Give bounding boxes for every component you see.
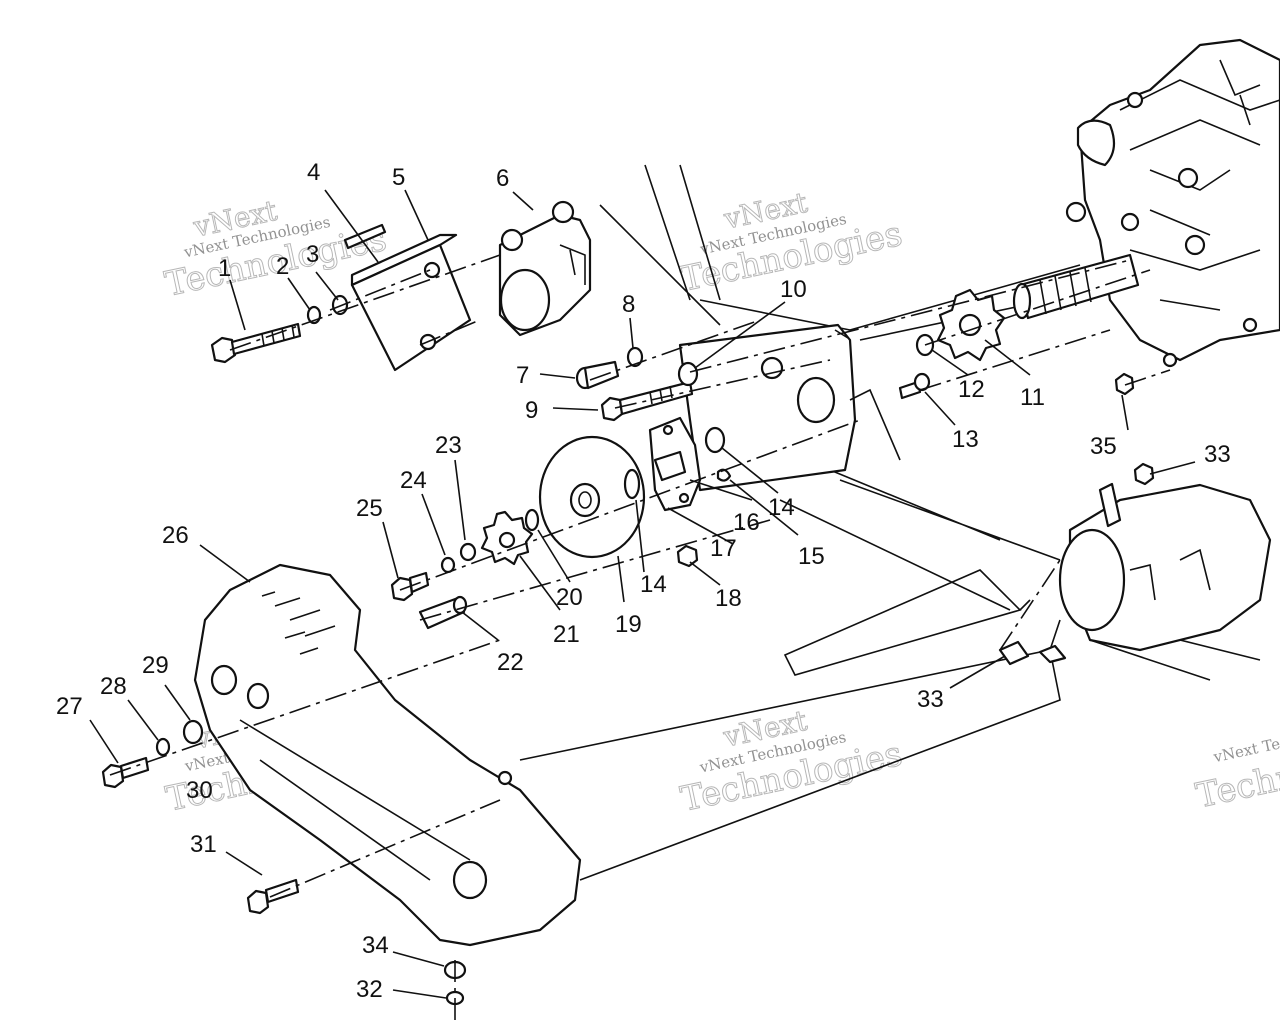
callout-16: 16 <box>733 509 760 536</box>
washer-29 <box>182 719 204 745</box>
callout-27: 27 <box>56 693 83 720</box>
callout-26: 26 <box>162 522 189 549</box>
driven-sprocket-21 <box>480 510 534 566</box>
muffler-assembly <box>1019 482 1272 652</box>
bolt-31 <box>246 878 300 915</box>
callout-14b: 14 <box>640 571 667 598</box>
callout-9: 9 <box>525 397 538 424</box>
callout-12: 12 <box>958 376 985 403</box>
callout-30: 30 <box>186 777 213 804</box>
bolt-7 <box>575 360 620 390</box>
nut-33 <box>1133 462 1155 486</box>
bearing-14b <box>704 426 726 454</box>
clip-4 <box>343 223 387 250</box>
callout-22: 22 <box>497 649 524 676</box>
callout-3: 3 <box>306 241 319 268</box>
callout-14a: 14 <box>768 494 795 521</box>
callout-labels: 1 2 3 4 5 6 7 8 9 10 11 12 13 14 14 15 1… <box>56 159 1231 1003</box>
bolt-9 <box>600 380 694 422</box>
spacer-22 <box>418 595 468 630</box>
callout-29: 29 <box>142 652 169 679</box>
clip-15 <box>716 468 732 482</box>
callout-2: 2 <box>276 253 289 280</box>
bolt-27 <box>101 756 150 789</box>
callout-24: 24 <box>400 467 427 494</box>
spacer-10 <box>677 361 699 387</box>
bolt-1 <box>210 322 302 364</box>
callout-32: 32 <box>356 976 383 1003</box>
splined-shaft <box>1012 253 1140 320</box>
nut-35 <box>1114 372 1135 396</box>
nut-18 <box>676 544 699 568</box>
caliper-bracket-16 <box>648 416 702 512</box>
leader-lines <box>89 189 1196 999</box>
callout-18: 18 <box>715 585 742 612</box>
washer-20 <box>524 508 540 532</box>
callout-33a: 33 <box>1204 441 1231 468</box>
washer-23 <box>459 542 477 562</box>
callout-7: 7 <box>516 362 529 389</box>
callout-28: 28 <box>100 673 127 700</box>
callout-19: 19 <box>615 611 642 638</box>
centerlines <box>109 254 1171 1024</box>
bolt-13 <box>898 372 931 400</box>
callout-33b: 33 <box>917 686 944 713</box>
speed-sensor-6 <box>498 200 592 337</box>
callout-15: 15 <box>798 543 825 570</box>
watermark-bottom-right: vNext Technologies Technologies <box>1192 718 1280 817</box>
callout-6: 6 <box>496 165 509 192</box>
chaincase-cover-26 <box>193 563 582 947</box>
callout-25: 25 <box>356 495 383 522</box>
clip-33b <box>1038 644 1067 664</box>
callout-35: 35 <box>1090 433 1117 460</box>
callout-4: 4 <box>307 159 320 186</box>
engine-block <box>1065 38 1280 368</box>
watermark-bottom-center: vNext Technologies vNext Technologies <box>677 703 906 820</box>
svg-text:vNext Technologies: vNext Technologies <box>1211 718 1280 767</box>
clip-33 <box>998 640 1030 666</box>
bracket-5 <box>350 233 472 372</box>
washer-8 <box>626 346 644 368</box>
callout-8: 8 <box>622 291 635 318</box>
callout-34: 34 <box>362 932 389 959</box>
callout-1: 1 <box>218 255 231 282</box>
drive-sprocket-11 <box>936 288 1006 362</box>
bearing-14a <box>623 468 641 500</box>
callout-11: 11 <box>1020 384 1045 411</box>
lockwasher-28 <box>155 737 171 757</box>
callout-21: 21 <box>553 621 580 648</box>
callout-5: 5 <box>392 164 405 191</box>
callout-23: 23 <box>435 432 462 459</box>
callout-10: 10 <box>780 276 807 303</box>
callout-20: 20 <box>556 584 583 611</box>
chaincase-mounting-plate <box>678 323 901 492</box>
callout-17: 17 <box>710 535 737 562</box>
callout-13: 13 <box>952 426 979 453</box>
watermark-top-left: vNext Technologies vNext Technologies <box>161 193 390 305</box>
brake-disc-19 <box>538 435 646 559</box>
callout-31: 31 <box>190 831 217 858</box>
